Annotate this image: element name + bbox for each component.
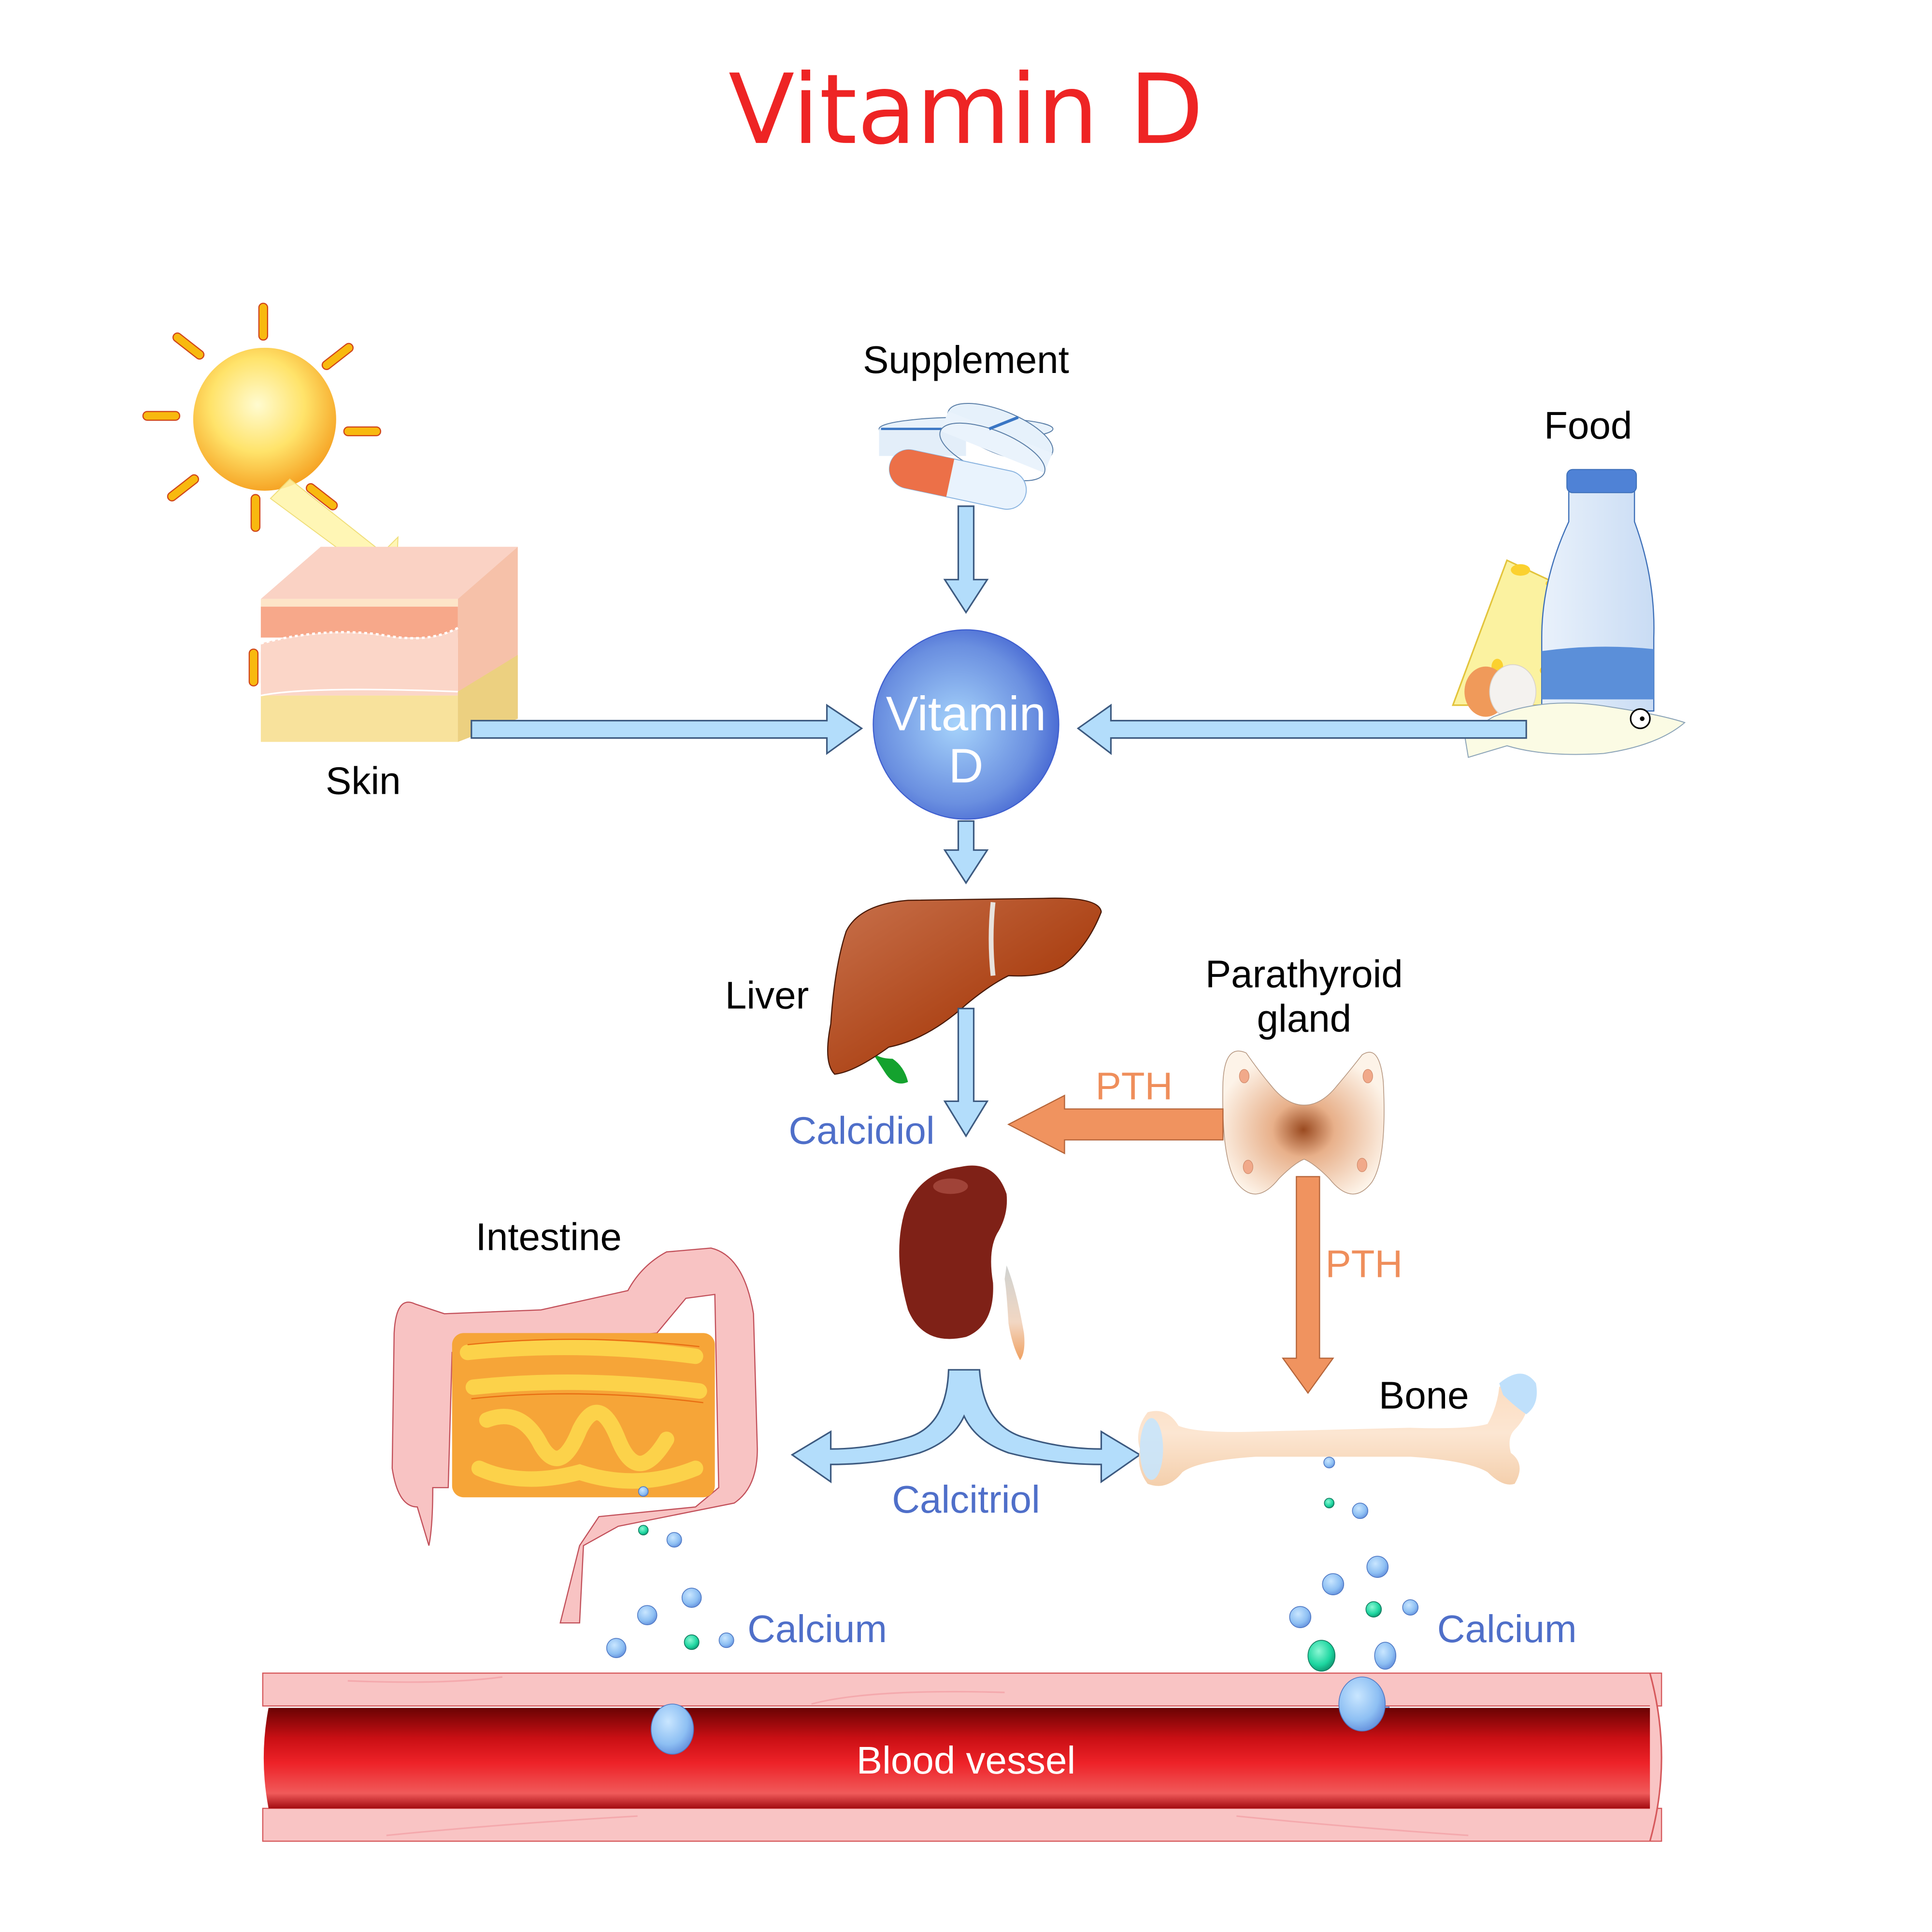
skin-label: Skin — [326, 759, 401, 802]
calcium-ion — [650, 1703, 694, 1755]
calcium-ion — [1374, 1642, 1397, 1670]
calcium-ion — [666, 1532, 682, 1548]
calcitriol-label: Calcitriol — [892, 1478, 1040, 1521]
bone-icon — [1138, 1374, 1537, 1486]
calcium-ion — [1352, 1503, 1369, 1519]
calcidiol-label: Calcidiol — [788, 1109, 934, 1152]
blood-vessel-label: Blood vessel — [857, 1739, 1075, 1782]
vitamin-d-node-line2: D — [948, 739, 983, 793]
vitamin-d-node-line1: Vitamin — [886, 687, 1046, 741]
parathyroid-label-line1: Parathyroid — [1205, 952, 1403, 995]
food-icon — [1451, 469, 1686, 758]
liver-to-kidney-arrow — [943, 1007, 989, 1138]
calcium-ion — [718, 1632, 734, 1648]
page-title: Vitamin D — [729, 54, 1203, 166]
phosphate-ion — [1324, 1498, 1335, 1509]
calcium-ion — [681, 1588, 702, 1608]
intestine-label: Intestine — [476, 1215, 622, 1258]
calcium-ion — [637, 1605, 658, 1625]
calcium-ion — [606, 1638, 627, 1658]
supplement-to-vitamin-arrow — [943, 505, 989, 614]
calcium-ion — [1338, 1676, 1386, 1732]
liver-label: Liver — [725, 973, 809, 1016]
vitamin-to-liver-arrow — [943, 820, 989, 885]
skin-to-vitamin-arrow — [471, 703, 863, 755]
calcium-label-right: Calcium — [1437, 1607, 1577, 1650]
supplement-label: Supplement — [863, 338, 1069, 381]
food-label: Food — [1544, 404, 1632, 447]
phosphate-ion — [684, 1634, 700, 1650]
pills-icon — [878, 403, 1054, 510]
pth-to-kidney-label: PTH — [1095, 1064, 1173, 1107]
food-to-vitamin-arrow — [1076, 703, 1527, 755]
phosphate-ion — [638, 1525, 649, 1536]
sun-icon — [142, 302, 382, 687]
calcium-ion — [638, 1486, 649, 1497]
phosphate-ion — [1365, 1601, 1382, 1617]
parathyroid-label-line2: gland — [1257, 997, 1351, 1040]
calcitriol-split-arrow — [790, 1369, 1142, 1484]
liver-icon — [827, 897, 1102, 1084]
intestine-icon — [391, 1247, 758, 1624]
kidney-icon — [899, 1165, 1025, 1360]
calcium-label-left: Calcium — [747, 1607, 887, 1650]
calcium-ion — [1366, 1556, 1389, 1578]
calcium-ion — [1322, 1573, 1345, 1595]
calcium-ion — [1323, 1457, 1335, 1469]
bone-label: Bone — [1379, 1374, 1469, 1417]
skin-icon — [260, 546, 518, 742]
parathyroid-gland-icon — [1222, 1050, 1385, 1195]
pth-to-kidney-arrow — [1007, 1094, 1224, 1155]
phosphate-ion — [1307, 1640, 1336, 1672]
calcium-ion — [1289, 1606, 1312, 1628]
vitamin-d-node: Vitamin D — [873, 629, 1059, 820]
pth-to-bone-label: PTH — [1325, 1242, 1402, 1285]
calcium-ion — [1402, 1599, 1419, 1616]
pth-to-bone-arrow — [1281, 1176, 1334, 1394]
blood-vessel-icon: Blood vessel — [262, 1672, 1662, 1842]
